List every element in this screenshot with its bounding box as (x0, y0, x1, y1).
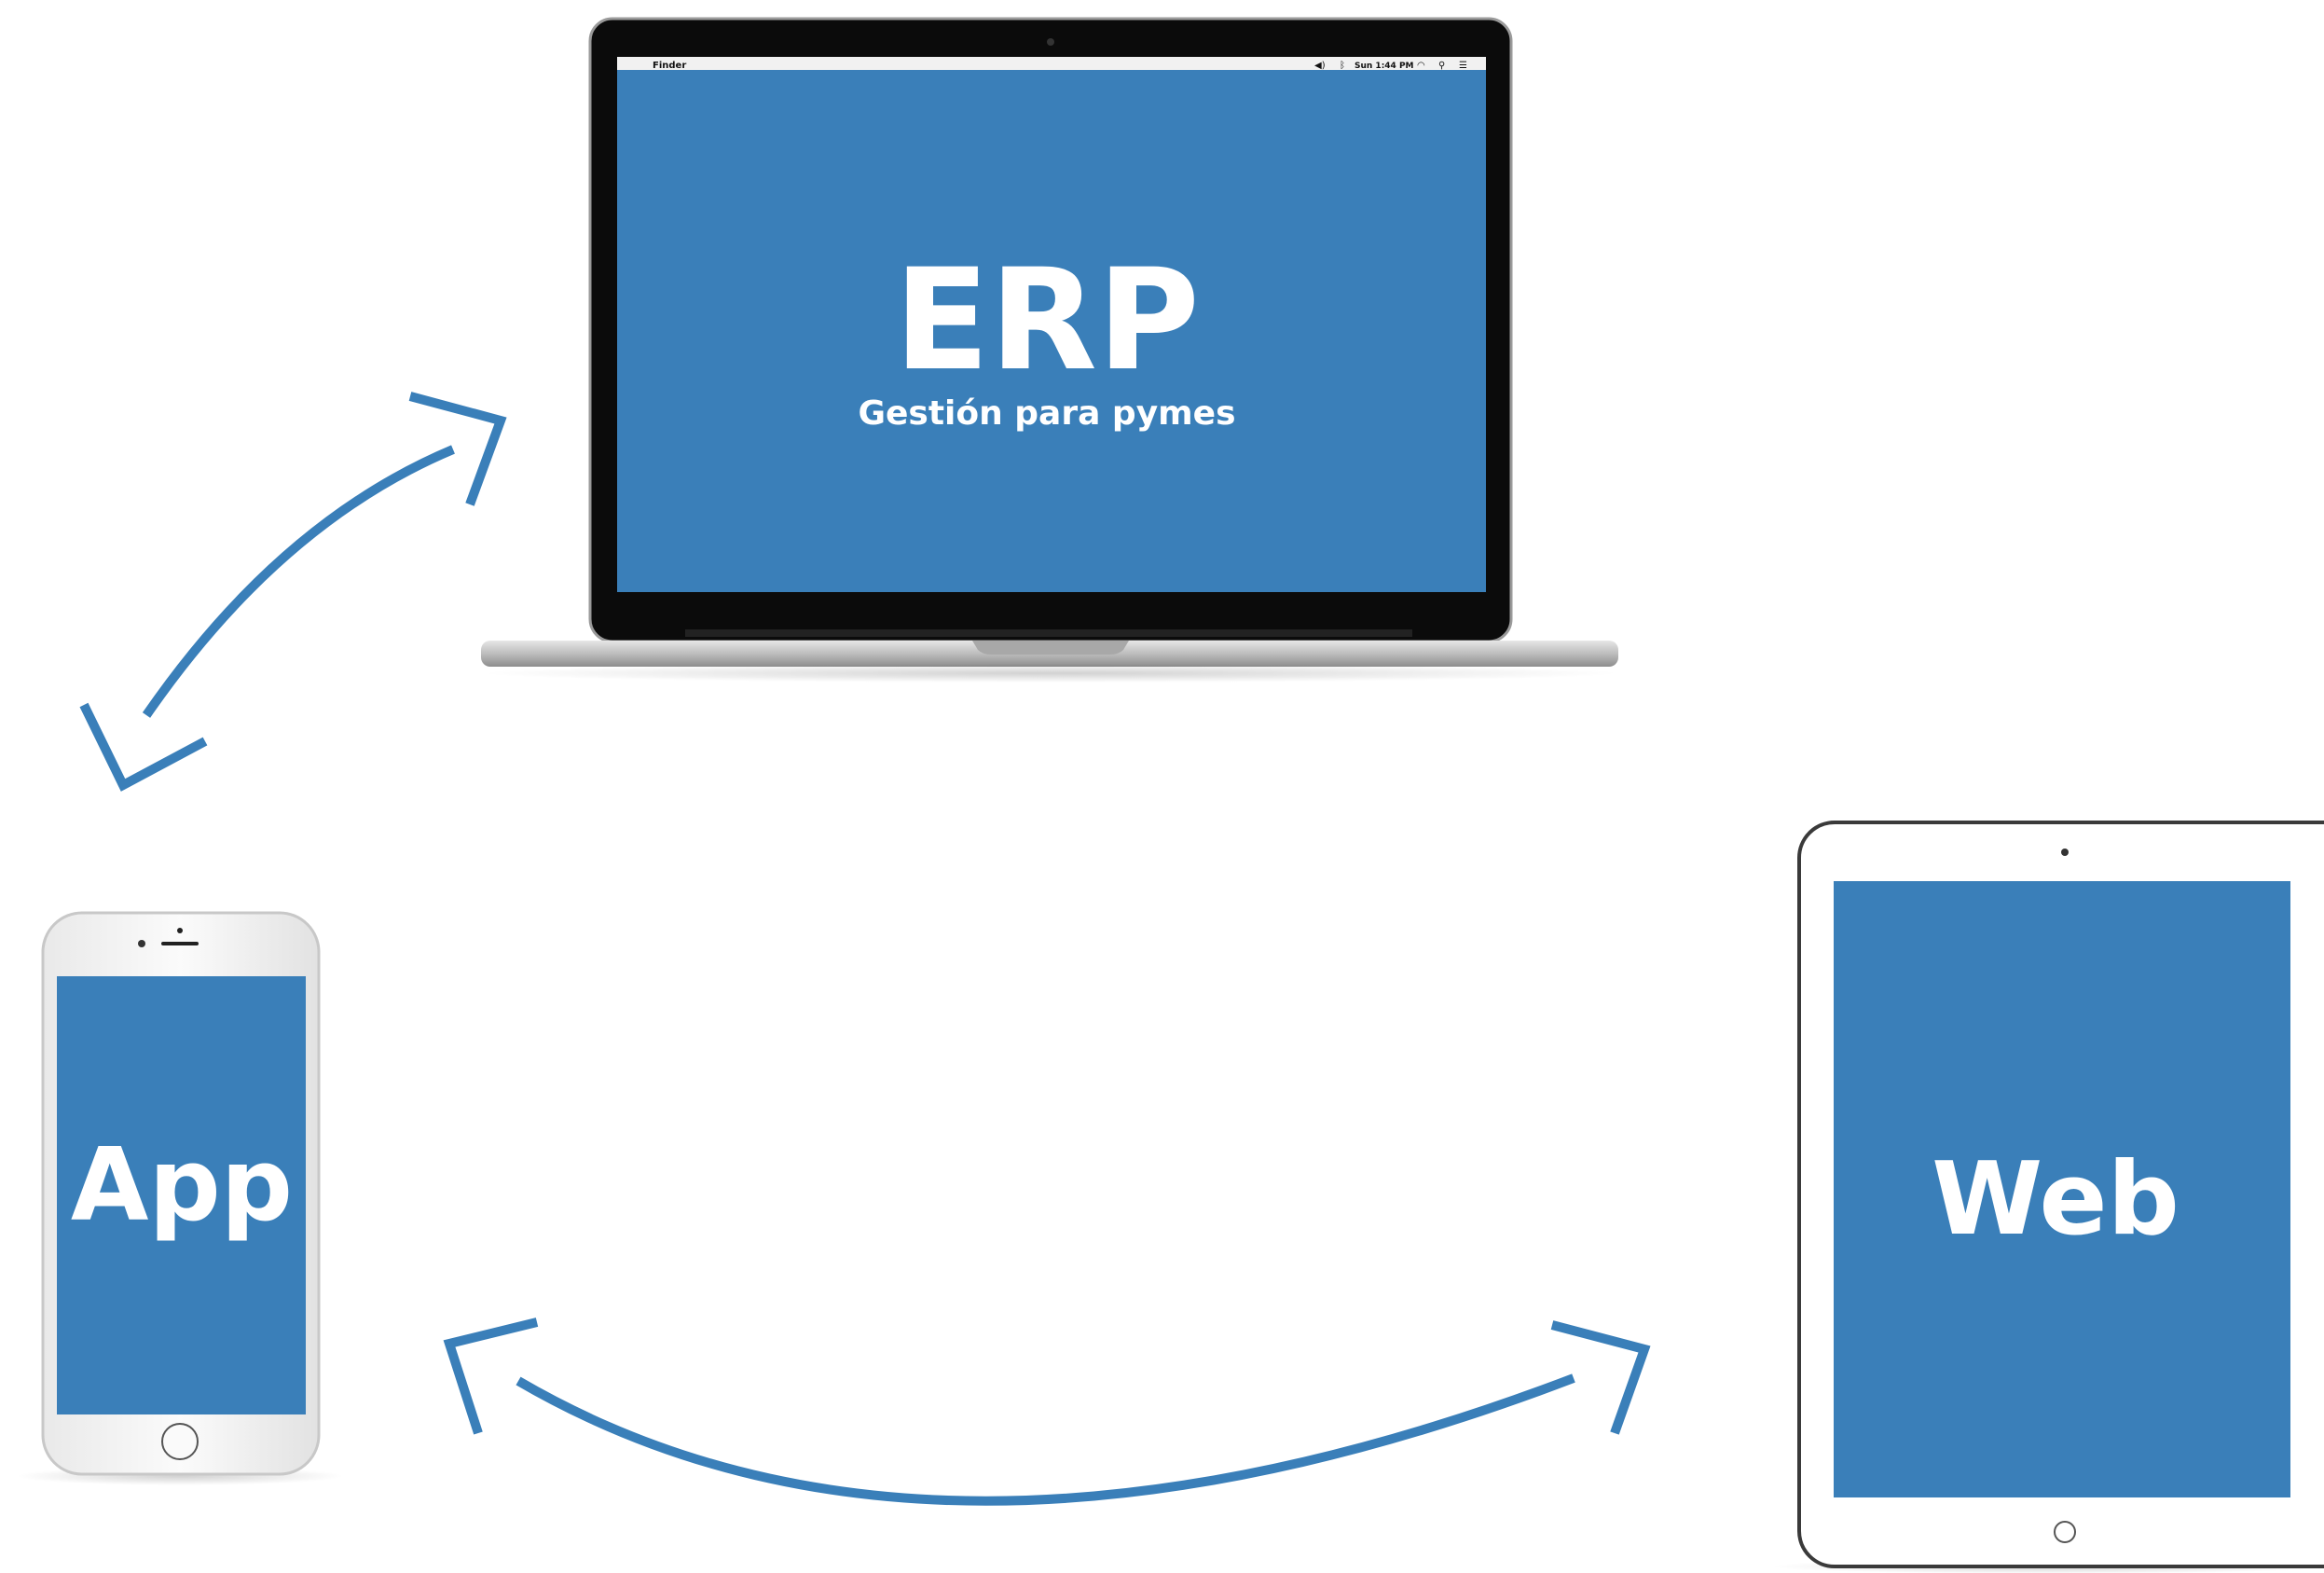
tablet-home-button (2054, 1521, 2076, 1543)
search-icon: ⚲ (1438, 61, 1445, 71)
laptop-screen (617, 70, 1486, 592)
tablet-camera (2061, 849, 2069, 856)
menubar-app-name: Finder (653, 61, 686, 71)
arrow-app-erp-curve (142, 445, 455, 718)
tablet-device: Web (1771, 821, 2324, 1573)
arrow-app-web-head-left (443, 1318, 539, 1435)
wifi-icon: ◠ (1417, 61, 1425, 71)
phone-screen (57, 976, 306, 1414)
web-label: Web (1932, 1141, 2180, 1258)
arrow-app-erp-head-top (408, 392, 507, 506)
arrow-app-web-curve (516, 1373, 1575, 1506)
erp-subtitle: Gestión para pymes (858, 394, 1235, 433)
laptop-camera (1047, 38, 1054, 46)
laptop-notch (972, 641, 1129, 655)
tablet-screen (1834, 881, 2290, 1497)
laptop-device: Finder ◀) ᛒ Sun 1:44 PM ◠ ⚲ ☰ ERP Gestió… (481, 17, 1619, 683)
arrow-app-erp (79, 392, 507, 792)
phone-home-button (161, 1423, 199, 1460)
phone-sensor (138, 940, 145, 947)
list-icon: ☰ (1459, 61, 1467, 71)
menubar-clock: Sun 1:44 PM (1355, 62, 1414, 71)
phone-front-camera (177, 928, 183, 933)
laptop-menubar (617, 57, 1486, 70)
arrow-app-erp-head-bottom (79, 702, 208, 792)
bluetooth-icon: ᛒ (1340, 61, 1345, 71)
arrow-app-web-head-right (1550, 1320, 1651, 1435)
phone-speaker (161, 942, 199, 945)
phone-device: App (17, 911, 343, 1485)
erp-title: ERP (894, 240, 1200, 402)
app-label: App (71, 1127, 293, 1244)
volume-icon: ◀) (1314, 61, 1326, 71)
arrow-app-web (443, 1318, 1651, 1506)
